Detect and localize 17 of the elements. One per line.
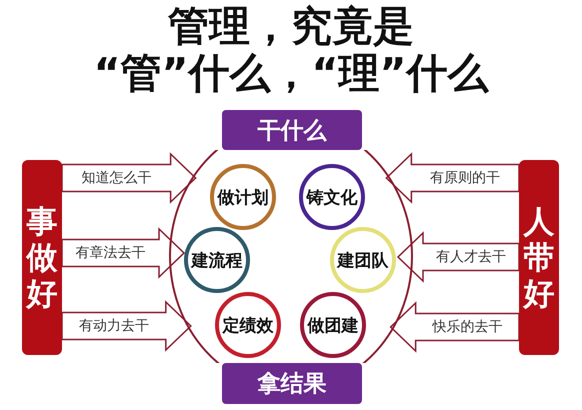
edge-label: 有原则的干: [430, 170, 500, 186]
side-banner: 人带好: [519, 160, 559, 355]
topic-circle: 定绩效: [215, 292, 281, 358]
topic-circle: 建团队: [330, 227, 396, 293]
topic-circle: 铸文化: [299, 164, 365, 230]
topic-circle: 建流程: [184, 227, 250, 293]
edge-label: 快乐的去干: [432, 319, 502, 335]
edge-label: 有动力去干: [78, 318, 149, 334]
edge-label: 有章法去干: [76, 245, 146, 261]
heading-box: 拿结果: [222, 363, 362, 404]
heading-box: 干什么: [222, 110, 362, 150]
side-banner: 事做好: [22, 160, 62, 355]
topic-circle: 做团建: [300, 292, 366, 358]
edge-label: 有人才去干: [436, 249, 506, 265]
title: 管理，究竟是“管”什么，“理”什么: [94, 3, 488, 97]
topic-circle: 做计划: [210, 164, 276, 230]
edge-label: 知道怎么干: [81, 170, 152, 186]
